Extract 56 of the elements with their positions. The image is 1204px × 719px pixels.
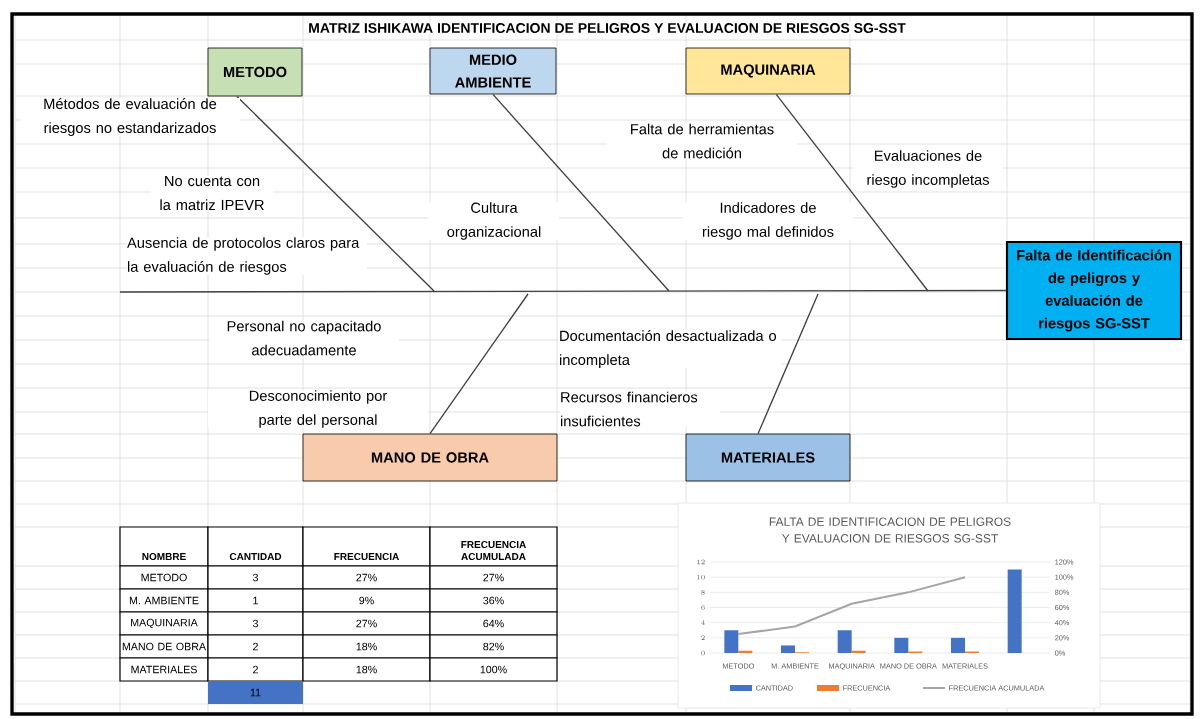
table-cell: 2 <box>207 634 304 659</box>
table-cell: METODO <box>119 565 209 590</box>
cause-text: Recursos financieros insuficientes <box>560 391 720 427</box>
table-cell: 27% <box>429 565 558 590</box>
table-cell: CANTIDAD <box>207 526 304 567</box>
table-cell: 100% <box>429 657 558 682</box>
table-cell: FRECUENCIA ACUMULADA <box>429 526 558 567</box>
cause-text: Métodos de evaluación de riesgos no estandarizados <box>20 98 240 136</box>
table-cell: 2 <box>207 657 304 682</box>
cause-text: Falta de herramientas de medición <box>607 123 797 159</box>
table-cell: 18% <box>302 634 431 659</box>
category-box: MATERIALES <box>685 433 851 482</box>
table-cell: MAQUINARIA <box>119 611 209 636</box>
bone-line <box>775 93 929 292</box>
table-cell: 82% <box>429 634 558 659</box>
table-cell: 9% <box>302 588 431 613</box>
table-cell: 27% <box>302 611 431 636</box>
table-cell: MANO DE OBRA <box>119 634 209 659</box>
table-cell: 27% <box>302 565 431 590</box>
table-cell: 3 <box>207 565 304 590</box>
bone-line <box>236 95 435 292</box>
bar <box>837 630 852 654</box>
category-box: MAQUINARIA <box>685 47 851 95</box>
cause-text: Indicadores de riesgo mal definidos <box>683 202 853 240</box>
cause-text: No cuenta con la matriz IPEVR <box>151 175 273 211</box>
table-cell: 3 <box>207 611 304 636</box>
bar <box>724 630 739 654</box>
effect-box: Falta de Identificación de peligros y evaluación de riesgos SG-SST <box>1005 240 1183 341</box>
category-box: MEDIO AMBIENTE <box>429 47 557 95</box>
table-cell: MATERIALES <box>119 657 209 682</box>
cause-text: Cultura organizacional <box>429 202 559 240</box>
category-box: MANO DE OBRA <box>302 433 558 482</box>
table-cell: 18% <box>302 657 431 682</box>
bar <box>894 637 909 654</box>
chart-title: FALTA DE IDENTIFICACION DE PELIGROS Y EVALUACION DE RIESGOS SG-SST <box>769 517 1011 543</box>
cause-text: Documentación desactualizada o incompleta <box>559 330 781 368</box>
total-cell: 11 <box>208 681 303 704</box>
bone-line <box>492 93 670 292</box>
table-cell: 36% <box>429 588 558 613</box>
table-cell: 1 <box>207 588 304 613</box>
bar <box>781 645 795 654</box>
cause-text: Ausencia de protocolos claros para la evaluación de riesgos <box>127 237 367 275</box>
line-series <box>737 576 966 636</box>
category-box: METODO <box>207 47 303 97</box>
cause-text: Evaluaciones de riesgo incompletas <box>853 150 1003 188</box>
cause-text: Desconocimiento por parte del personal <box>208 390 428 428</box>
bar <box>1007 569 1022 654</box>
table-cell: NOMBRE <box>119 526 209 567</box>
cause-text: Personal no capacitado adecuadamente <box>209 320 399 356</box>
bar <box>951 637 965 654</box>
bone-line <box>429 293 529 435</box>
table-cell: M. AMBIENTE <box>119 588 209 613</box>
spine-line <box>119 289 1007 293</box>
bone-line <box>757 293 819 435</box>
table-cell: 64% <box>429 611 558 636</box>
table-cell: FRECUENCIA <box>302 526 431 567</box>
